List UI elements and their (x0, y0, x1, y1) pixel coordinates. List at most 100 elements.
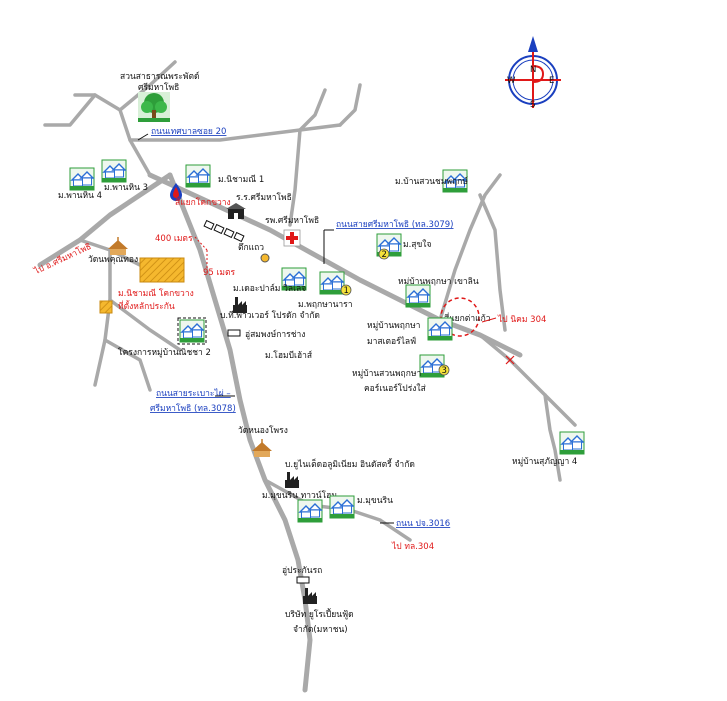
garage-icon-prakan (296, 576, 310, 584)
house-icon-nichcha2 (179, 319, 205, 343)
house-icon-mukarin (329, 495, 355, 519)
road-nw-3 (118, 60, 177, 112)
house-icon-nichamani1 (185, 164, 211, 188)
label-suchai: ม.สุขใจ (403, 239, 431, 250)
label-to-304: ไป ทล.304 (391, 541, 434, 552)
house-icon-phanhin3 (101, 159, 127, 183)
marker-3 (438, 364, 450, 376)
label-mukarin-town: ม.มุขนริน ทาวน์โฮม (262, 490, 337, 501)
house-icon-phanhin4 (69, 167, 95, 191)
label-mukarin: ม.มุขนริน (357, 496, 393, 506)
project-legend-swatch (99, 300, 113, 314)
label-intersection-kaew: สี่แยกต่าแก้ว (444, 312, 491, 324)
road-s-1 (108, 298, 182, 352)
label-wat-nong-phrong: วัดหนองโพรง (238, 425, 288, 436)
label-garage: อู่สมพงษ์การช่าง (245, 329, 305, 340)
road-304-east (478, 333, 577, 427)
label-project-2: ที่ตั้งหลักประกัน (118, 300, 175, 312)
road-s-2 (103, 338, 152, 392)
house-icon-supha4 (559, 431, 585, 455)
label-company-eunion: บ.ยูไนเต็ดอลูมิเนียม อินดัสตรี้ จำกัด (285, 458, 415, 470)
label-phruksa-nara: ม.พฤกษานารา (298, 300, 353, 310)
marker-1 (340, 284, 352, 296)
road-e-3 (543, 393, 562, 482)
road-sw (93, 248, 112, 387)
temple-icon-nong-phrong (252, 439, 272, 457)
label-project-1: ม.นิชามณี โคกขวาง (118, 288, 194, 299)
temple-icon-khuk-thong (108, 237, 128, 255)
pointer-line (137, 133, 149, 141)
label-phruksa-master-1: หมู่บ้านพฤกษา (367, 320, 420, 331)
label-wat-khuk-thong: วัดนพคุณทอง (88, 255, 138, 265)
factory-icon-eunion (285, 472, 299, 488)
label-school: ร.ร.ศรีมหาโพธิ (236, 192, 292, 203)
road-3078 (167, 172, 313, 693)
label-khok-khwang: สี่แยกโคกขวาง (175, 196, 231, 208)
house-icon-phruksa-nara (319, 271, 345, 295)
marker-2-text: 2 (382, 250, 387, 260)
landmark-dot (260, 253, 270, 263)
road-label-3078-2: ศรีมหาโพธิ (ทล.3078) (150, 403, 236, 414)
road-label-3078-1: ถนนสายระเบาะไผ่ – (156, 388, 231, 399)
label-suan-chomphruek: ม.บ้านสวนชมพฤกษ์ (395, 176, 468, 187)
marker-1-text: 1 (344, 286, 349, 296)
label-nichamani1: ม.นิชามณี 1 (218, 174, 264, 185)
label-suan-phruksa-1: หมู่บ้านสวนพฤกษา (352, 368, 421, 379)
compass-n: N (530, 65, 536, 75)
distance-line-400 (194, 236, 208, 251)
marker-2 (378, 248, 390, 260)
label-hospital: รพ.ศรีมหาโพธิ (265, 215, 319, 226)
road-e-2 (478, 193, 507, 332)
hospital-icon (283, 229, 301, 247)
compass-s: S (530, 100, 535, 110)
road-nw-2 (43, 93, 97, 127)
house-icon-phruksa-khaolin (405, 284, 431, 308)
compass-icon: N S E W (505, 36, 561, 110)
factory-icon-euro (303, 588, 317, 604)
label-400m: 400 เมตร (155, 234, 193, 244)
project-plot (139, 257, 185, 283)
road-e-1 (438, 173, 502, 322)
label-phanhin4: ม.พานหิน 4 (58, 191, 102, 201)
compass-w: W (507, 76, 516, 86)
marker-3-text: 3 (442, 366, 447, 376)
road-n-3 (288, 128, 302, 227)
road-label-thesaban20: ถนนเทศบาลซอย 20 (151, 127, 226, 137)
factory-icon-power (233, 297, 247, 313)
road-n-2 (338, 83, 362, 127)
house-icon-mukarin-town (297, 499, 323, 523)
arrow-to-nikhom (481, 317, 497, 323)
label-company-power: บ.ที.พาวเวอร์ โปรดัก จำกัด (220, 310, 320, 321)
label-to-si-maha-phot: ไป อ.ศรีมหาโพธิ (32, 241, 93, 277)
garage-icon (227, 329, 241, 337)
label-phanhin3: ม.พานหิน 3 (104, 183, 148, 193)
label-palm-village: ม.เดอะปาล์ม วิลเลจ (233, 283, 306, 294)
road-label-3016: ถนน ปจ.3016 (396, 519, 450, 529)
label-tuk-thaeo: ตึกแถว (238, 243, 264, 253)
park-title-1: สวนสาธารณพระพัตด์ (120, 71, 200, 82)
label-company-euro-2: จำกัด(มหาชน) (293, 625, 348, 635)
road-west (37, 172, 173, 268)
shophouse-row (203, 219, 245, 243)
road-n-1 (298, 88, 327, 132)
project-nichcha2-outline (177, 317, 207, 345)
label-95m: 95 เมตร (203, 268, 236, 278)
house-icon-phruksa-master (427, 317, 453, 341)
tree-icon (138, 92, 170, 122)
label-phruksa-master-2: มาสเตอร์ไลฟ์ (367, 336, 416, 347)
label-supha4: หมู่บ้านสุภัญญา 4 (512, 456, 577, 467)
label-nichcha2: โครงการหมู่บ้านณิชชา 2 (118, 347, 211, 358)
label-garage-prakan: อู่ประกันรถ (282, 566, 322, 576)
label-company-euro-1: บริษัท ยูโรเปี้ยนฟู้ด (285, 608, 354, 620)
park-title-2: ศรีมหาโพธิ (138, 82, 179, 93)
label-home-place: ม.โฮมบีเฮ้าส์ (265, 350, 313, 361)
road-nw-4 (128, 123, 342, 142)
intersection-circle (440, 297, 480, 337)
label-phruksa-khaolin: หมู่บ้านพฤกษา เขาลิน (398, 276, 479, 287)
label-to-nikhom: ไป นิคม 304 (497, 314, 546, 325)
compass-e: E (549, 76, 554, 86)
gas-station-icon (170, 183, 182, 201)
school-icon (226, 203, 246, 219)
cross-marker (505, 355, 515, 365)
